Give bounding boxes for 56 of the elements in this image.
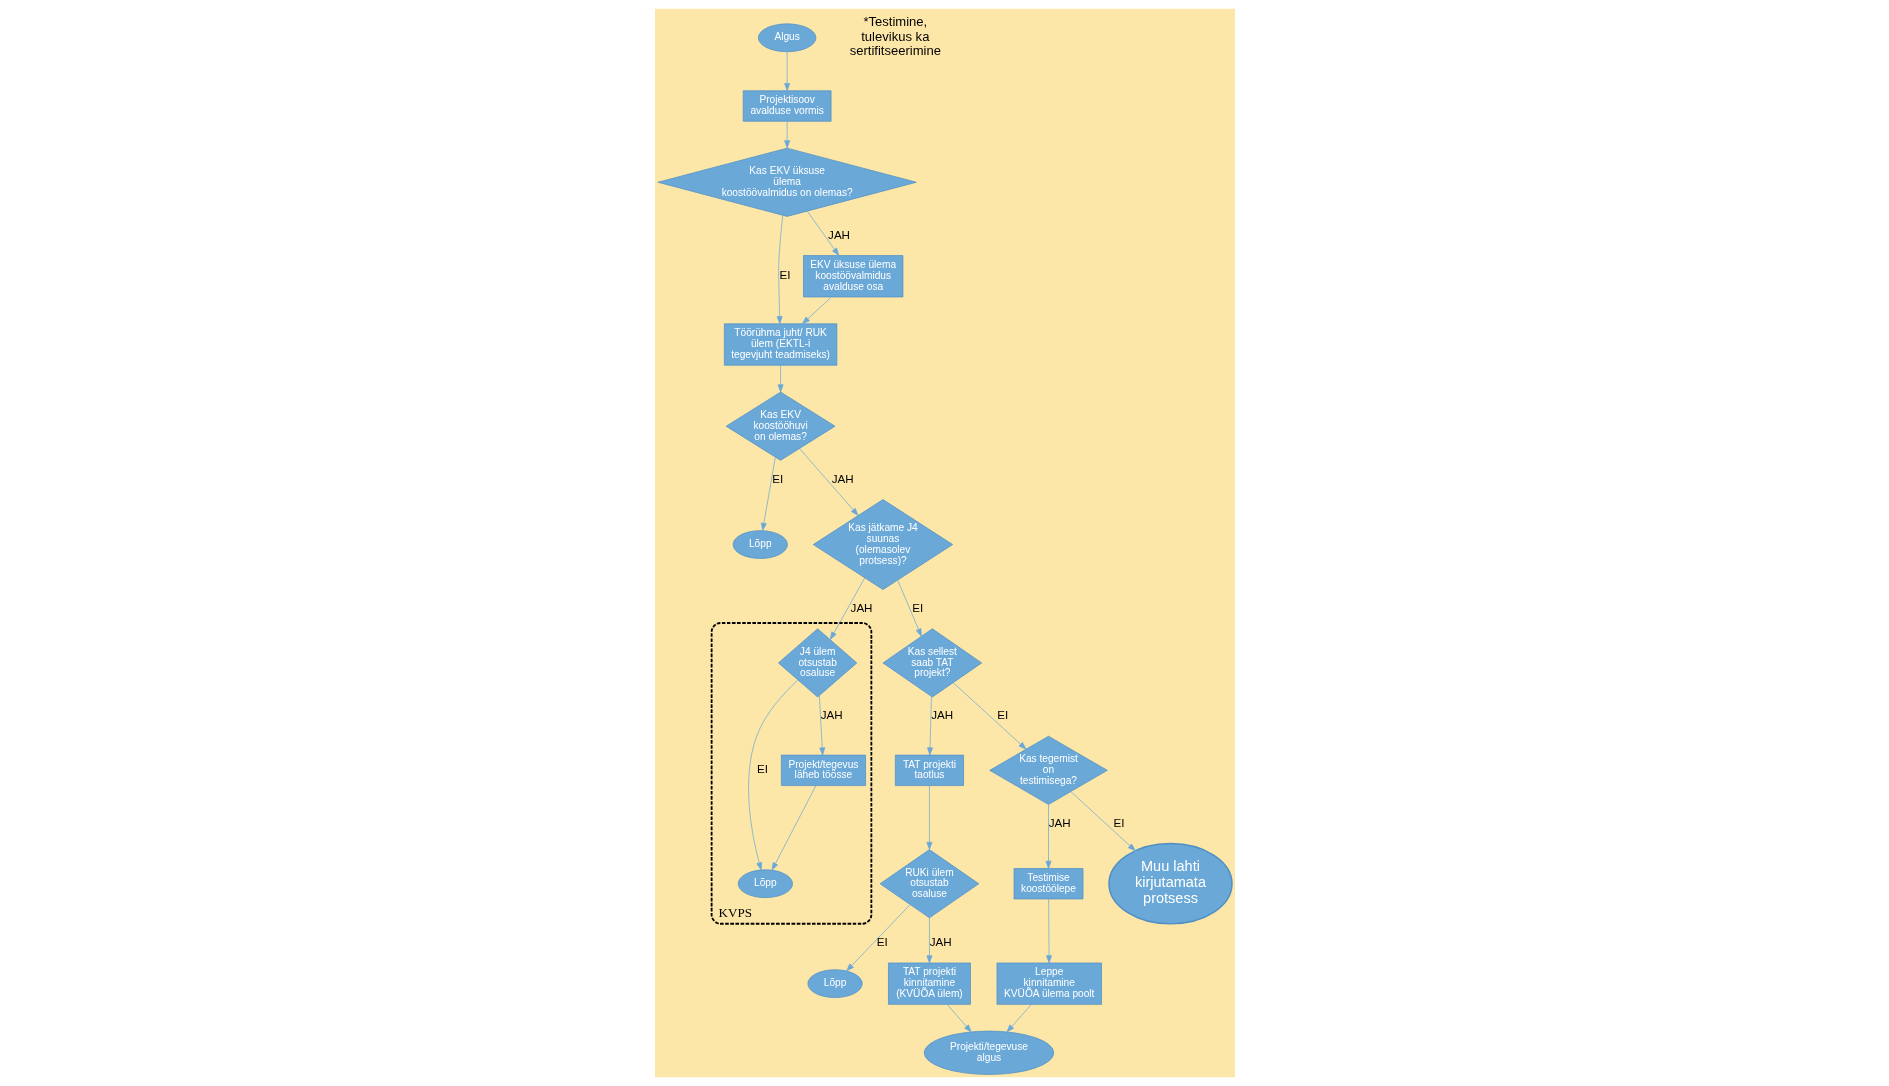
arrow	[783, 51, 790, 92]
node-box: Töörühma juht/ RUK ülem (EKTL-i tegevjuht teadmiseks)	[723, 323, 837, 366]
node-diamond: RUKi ülem otsustab osaluse	[879, 849, 979, 919]
arrow	[926, 785, 932, 850]
edge-label: JAH	[831, 471, 854, 485]
node-diamond: Kas jätkame J4 suunas (olemasolev protsess)?	[812, 499, 953, 590]
arrow	[777, 364, 783, 393]
node-box: Testimise koostöölepe	[1013, 868, 1083, 900]
node-box: TAT projekti taotlus	[894, 754, 964, 786]
node-box: TAT projekti kinnitamine (KVÜÕA ülem)	[887, 962, 971, 1005]
arrow	[1045, 804, 1051, 869]
node-box: Leppe kinnitamine KVÜÕA ülema poolt	[996, 962, 1102, 1005]
label: *Testimine, tulevikus ka sertifitseerimine	[849, 14, 941, 59]
node-ellipse: Lõpp	[807, 969, 863, 998]
arrow	[776, 215, 783, 325]
arrow	[801, 296, 832, 325]
arrow	[1006, 1004, 1032, 1033]
arrow	[926, 696, 933, 756]
edge-label: EI	[1112, 815, 1124, 829]
node-box: Projekt/tegevus läheb töösse	[780, 754, 866, 786]
edge-label: JAH	[930, 708, 953, 722]
edge-label: EI	[778, 268, 790, 282]
arrow	[926, 917, 932, 964]
node-box: Projektisoov avalduse vormis	[742, 90, 831, 122]
edge-label: EI	[771, 471, 783, 485]
node-ellipse: Algus	[757, 23, 816, 53]
arrow	[771, 785, 816, 871]
arrow	[783, 121, 790, 149]
arrow	[1070, 791, 1136, 852]
edge-label: JAH	[827, 227, 850, 241]
node-ellipse: Projekti/tegevuse algus	[923, 1030, 1054, 1075]
node-ellipse: Lõpp	[737, 869, 793, 899]
edge-label: JAH	[850, 600, 873, 614]
arrow	[747, 679, 798, 871]
arrow	[829, 577, 865, 640]
edge-label: JAH	[929, 935, 952, 949]
arrow	[1045, 898, 1052, 964]
node-box: EKV üksuse ülema koostöövalmidus avalduse osa	[802, 255, 903, 298]
arrow	[806, 210, 839, 256]
node-diamond: Kas tegemist on testimisega?	[988, 735, 1108, 805]
edge-label: JAH	[1048, 815, 1071, 829]
node-diamond: Kas EKV üksuse ülema koostöövalmidus on olemas?	[657, 147, 917, 217]
node-diamond: Kas EKV koostööhuvi on olemas?	[725, 391, 835, 461]
arrow	[896, 580, 922, 637]
arrow	[845, 904, 910, 972]
node-ellipse: Lõpp	[732, 530, 788, 559]
edge-label: EI	[911, 600, 923, 614]
edge-label: EI	[756, 762, 768, 776]
arrow	[798, 448, 858, 516]
edge-label: EI	[876, 935, 888, 949]
arrow	[760, 456, 776, 531]
arrow	[818, 695, 825, 756]
arrow	[952, 682, 1026, 750]
arrow	[946, 1004, 972, 1033]
edge-label: JAH	[820, 708, 843, 722]
edge-label: EI	[996, 708, 1008, 722]
